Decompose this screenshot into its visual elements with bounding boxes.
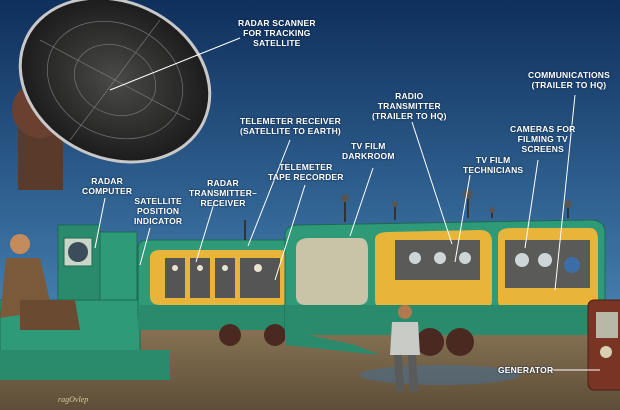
generator (587, 299, 620, 391)
label-communications: COMMUNICATIONS(TRAILER TO HQ) (528, 70, 610, 90)
radar-computer-console (0, 224, 170, 380)
puddle (360, 365, 520, 385)
radar-dish (12, 0, 212, 190)
technician-figure (390, 305, 420, 392)
label-generator: GENERATOR (498, 365, 554, 375)
trailer-radar (137, 220, 299, 346)
artist-signature: ragOvlep (58, 395, 89, 404)
label-telemeter-receiver: TELEMETER RECEIVER(SATELLITE TO EARTH) (240, 116, 341, 136)
